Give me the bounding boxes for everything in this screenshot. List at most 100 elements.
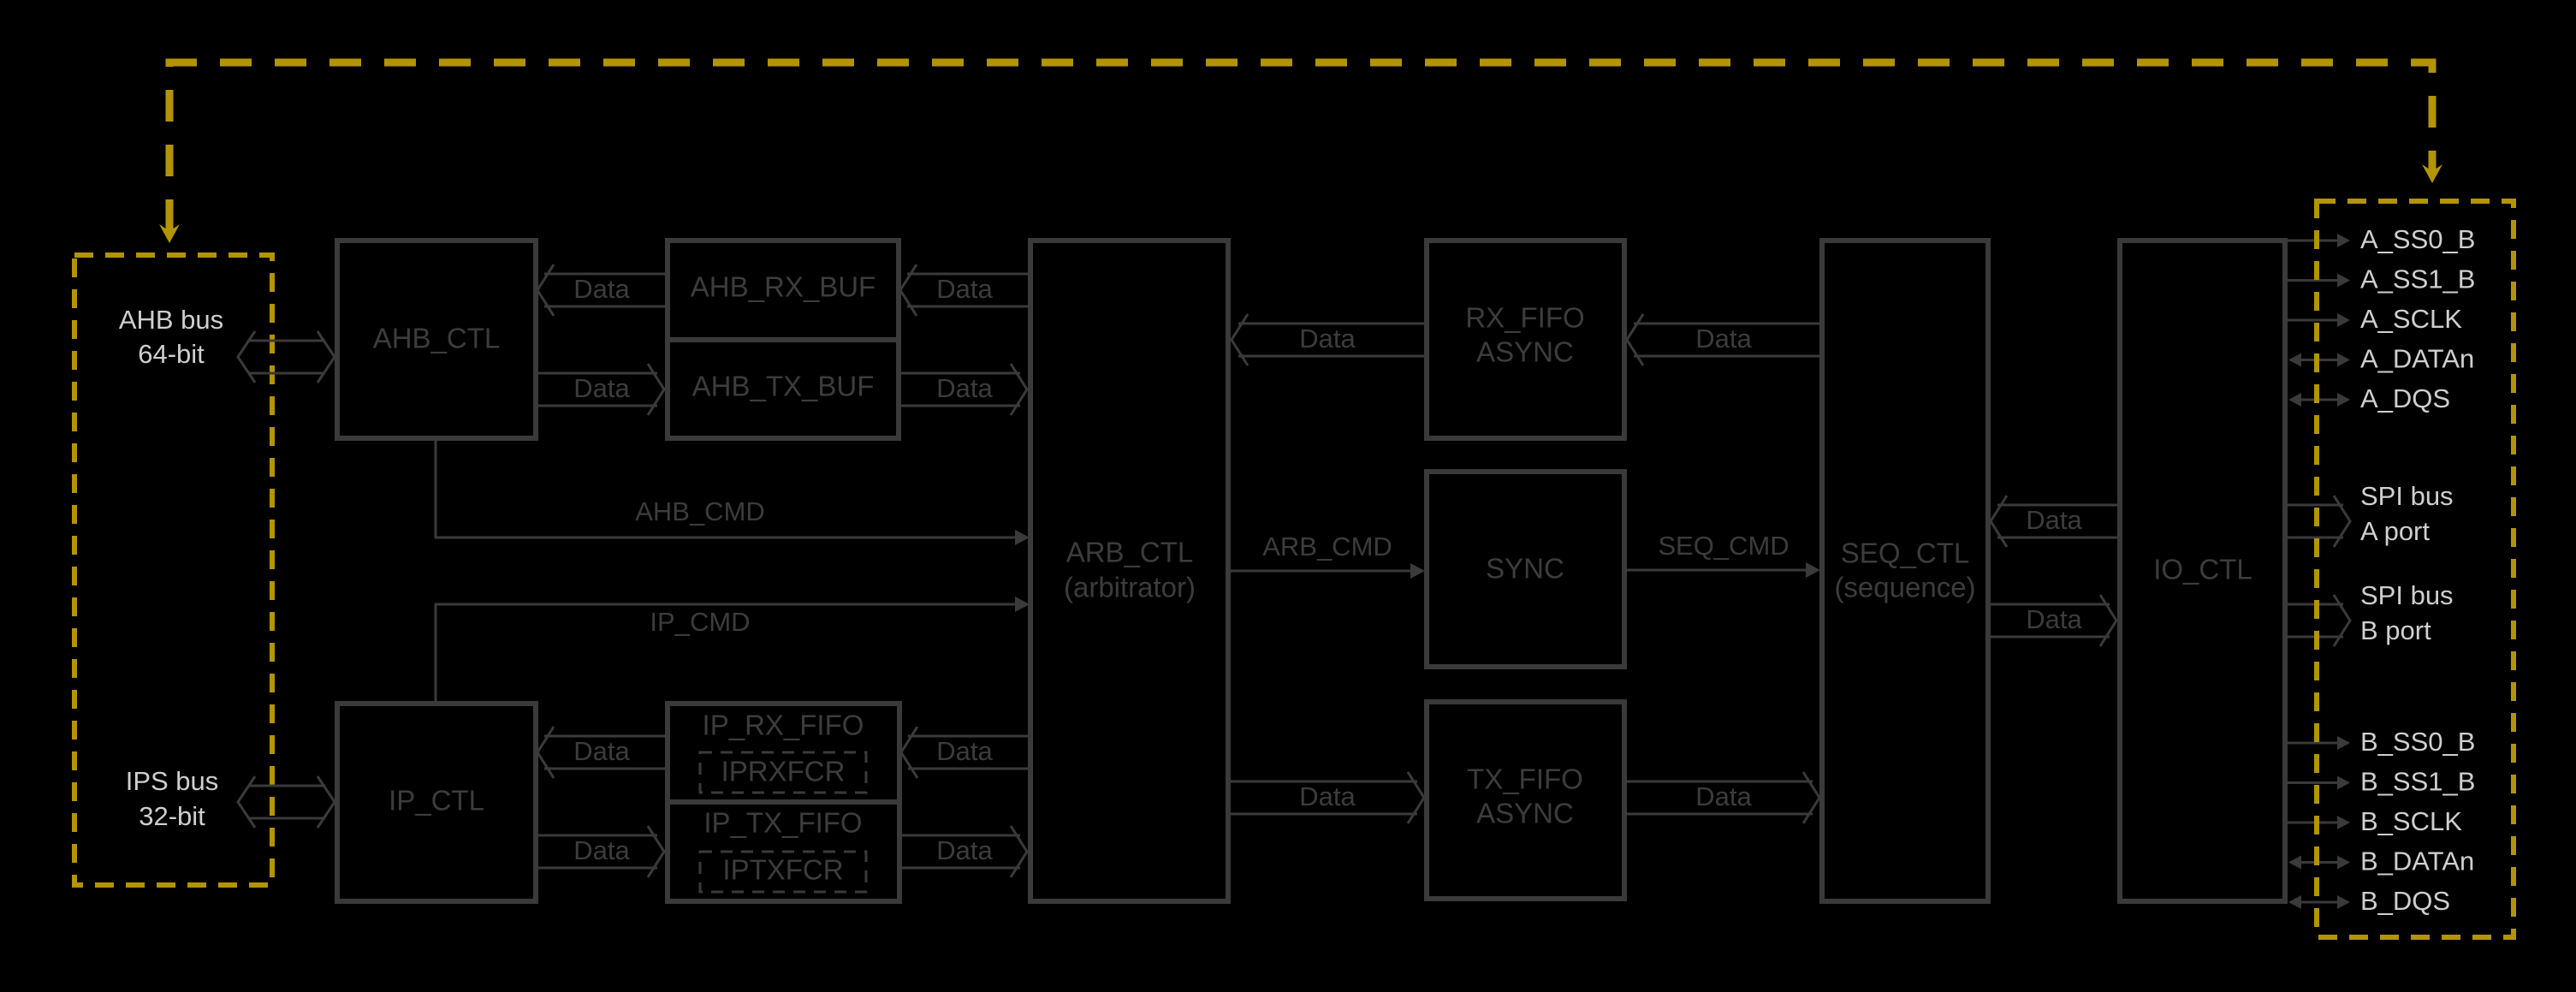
data-arrow-arb-to-txfifo: Data: [1228, 771, 1426, 824]
data-arrow-ahbctl-to-txbuf: Data: [536, 363, 666, 416]
data-arrow-iprxfifo-to-ipctl: Data: [536, 726, 668, 779]
data-arrow-arb-to-rxbuf: Data: [899, 264, 1030, 317]
arb-cmd-arrowhead-icon: [1410, 563, 1425, 579]
data-arrow-iptxfifo-to-arb: Data: [899, 825, 1029, 878]
pin-arrow-output-icon: [2285, 313, 2350, 327]
iprxfcr-label: IPRXFCR: [721, 756, 846, 787]
data-label: Data: [936, 274, 993, 304]
ahb-tx-buf-label: AHB_TX_BUF: [692, 371, 875, 402]
data-label: Data: [1695, 324, 1752, 353]
rx-fifo-label: RX_FIFO: [1465, 302, 1584, 334]
seq-cmd-wire: SEQ_CMD: [1624, 531, 1820, 578]
arb-cmd-wire: ARB_CMD: [1228, 532, 1425, 579]
pin-arrow-bidirectional-icon: [2288, 895, 2350, 909]
io-ctl-block: [2117, 238, 2288, 904]
pin-arrow-output-icon: [2285, 775, 2350, 790]
pin-arrow-output-icon: [2285, 273, 2350, 288]
pin-arrow-output-icon: [2285, 736, 2350, 750]
data-label: Data: [2026, 505, 2082, 535]
arb-ctl-sublabel: (arbitrator): [1064, 572, 1196, 603]
ahb-bus-label: AHB bus: [119, 305, 223, 335]
tx-fifo-async-block: [1424, 699, 1627, 901]
ahb-cmd-label: AHB_CMD: [635, 496, 765, 526]
feedback-arrow-left-icon: [159, 224, 180, 243]
seq-cmd-arrowhead-icon: [1806, 562, 1820, 578]
sync-label: SYNC: [1486, 553, 1564, 585]
seq-ctl-block: [1819, 238, 1991, 904]
data-label: Data: [936, 835, 993, 865]
pin-label: B_SS1_B: [2360, 767, 2475, 797]
pin-label: A_SS0_B: [2360, 224, 2475, 254]
spi-a-port-label: A port: [2360, 516, 2430, 546]
ip-cmd-label: IP_CMD: [650, 607, 750, 637]
ahb-bus-width: 64-bit: [138, 339, 205, 369]
seq-ctl-sublabel: (sequence): [1834, 572, 1975, 603]
external-host-box: [72, 252, 275, 888]
data-label: Data: [573, 373, 630, 403]
pin-arrows: [2285, 234, 2350, 909]
data-label: Data: [573, 736, 630, 766]
ahb-rx-buf-label: AHB_RX_BUF: [691, 271, 875, 303]
ip-ctl-block: [335, 701, 538, 904]
ahb-bus-arrow-icon: [236, 330, 336, 383]
seq-cmd-label: SEQ_CMD: [1658, 531, 1789, 561]
pin-arrow-output-icon: [2285, 234, 2350, 247]
pin-label: A_DQS: [2360, 383, 2450, 413]
tx-fifo-label: TX_FIFO: [1467, 763, 1583, 795]
io-ctl-label: IO_CTL: [2153, 554, 2253, 585]
spi-a-bus-arrow-icon: [2285, 495, 2352, 548]
rx-fifo-async-block: [1424, 238, 1627, 441]
tx-fifo-sublabel: ASYNC: [1476, 798, 1574, 829]
ahb-cmd-wire: AHB_CMD: [434, 438, 1030, 545]
ahb-cmd-arrowhead-icon: [1015, 530, 1030, 545]
data-arrow-seq-to-io: Data: [1988, 594, 2118, 647]
ips-bus-label: IPS bus: [126, 766, 219, 796]
data-label: Data: [1299, 781, 1356, 811]
spi-b-port-label: B port: [2360, 615, 2431, 645]
rx-fifo-sublabel: ASYNC: [1476, 336, 1574, 368]
pin-label: A_DATAn: [2360, 344, 2474, 374]
ip-cmd-arrowhead-icon: [1015, 597, 1030, 612]
external-flash-box: [2314, 199, 2516, 940]
pin-label: B_SS0_B: [2360, 727, 2475, 757]
ip-rx-fifo-label: IP_RX_FIFO: [703, 710, 864, 741]
ips-bus-width: 32-bit: [139, 801, 205, 831]
data-arrow-arb-to-iprxfifo: Data: [899, 726, 1030, 779]
data-arrow-txfifo-to-seq: Data: [1624, 771, 1821, 824]
pin-label: A_SCLK: [2360, 304, 2462, 334]
data-label: Data: [936, 736, 993, 766]
data-label: Data: [573, 274, 630, 304]
data-label: Data: [936, 373, 993, 403]
data-label: Data: [1299, 324, 1356, 353]
iptxfcr-register: [698, 850, 868, 894]
spi-b-bus-label: SPI bus: [2360, 580, 2454, 610]
seq-ctl-label: SEQ_CTL: [1841, 538, 1969, 569]
ip-cmd-wire: IP_CMD: [434, 597, 1030, 704]
arb-cmd-label: ARB_CMD: [1262, 532, 1392, 561]
iprxfcr-register: [698, 751, 868, 794]
feedback-path: [159, 58, 2442, 243]
pin-label: B_DATAn: [2360, 846, 2474, 876]
data-label: Data: [2026, 604, 2082, 634]
ips-bus-arrow-icon: [236, 775, 336, 829]
ahb-ctl-label: AHB_CTL: [373, 323, 501, 354]
feedback-arrow-right-icon: [2422, 164, 2442, 183]
pin-label: B_SCLK: [2360, 806, 2462, 836]
arb-ctl-label: ARB_CTL: [1066, 537, 1194, 568]
pin-label: A_SS1_B: [2360, 264, 2475, 294]
pin-arrow-output-icon: [2285, 816, 2350, 829]
data-arrow-rxfifo-to-arb: Data: [1230, 313, 1427, 366]
data-label: Data: [1695, 781, 1752, 811]
spi-a-bus-label: SPI bus: [2360, 481, 2454, 511]
data-label: Data: [573, 835, 630, 865]
feedback-dashed-line: [165, 58, 2437, 231]
data-arrow-io-to-seq: Data: [1989, 495, 2120, 548]
pin-label: B_DQS: [2360, 886, 2450, 916]
data-arrow-txbuf-to-arb: Data: [899, 363, 1029, 416]
ip-ctl-label: IP_CTL: [389, 785, 484, 817]
data-arrow-seq-to-rxfifo: Data: [1625, 313, 1822, 366]
data-arrow-ipctl-to-iptxfifo: Data: [536, 825, 666, 878]
ip-tx-fifo-label: IP_TX_FIFO: [703, 807, 862, 839]
